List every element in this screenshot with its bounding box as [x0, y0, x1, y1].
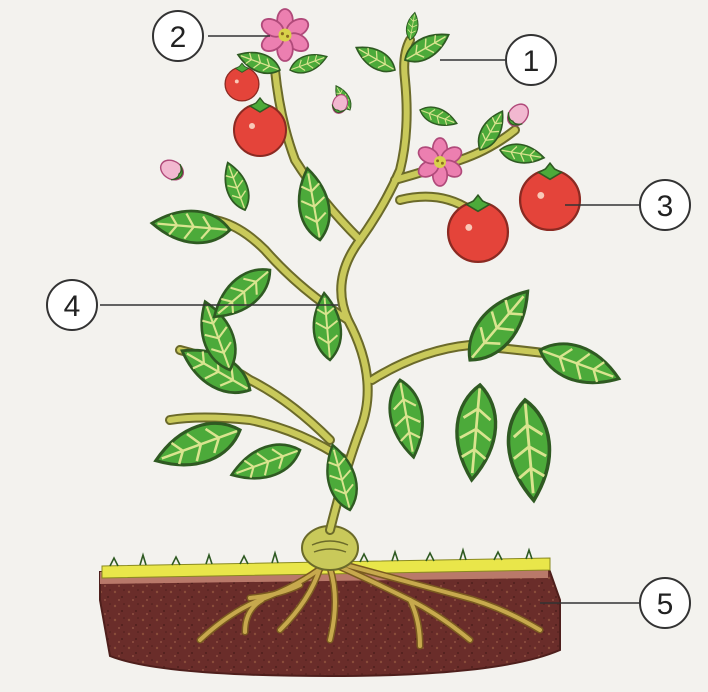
callout-4: 4 — [47, 280, 97, 330]
callout-number: 4 — [64, 290, 81, 323]
callout-5: 5 — [640, 578, 690, 628]
callout-1: 1 — [506, 35, 556, 85]
callout-3: 3 — [640, 180, 690, 230]
callout-number: 2 — [170, 21, 187, 54]
callout-2: 2 — [153, 11, 203, 61]
callout-number: 1 — [523, 45, 540, 78]
callout-number: 3 — [657, 190, 674, 223]
callout-number: 5 — [657, 588, 674, 621]
